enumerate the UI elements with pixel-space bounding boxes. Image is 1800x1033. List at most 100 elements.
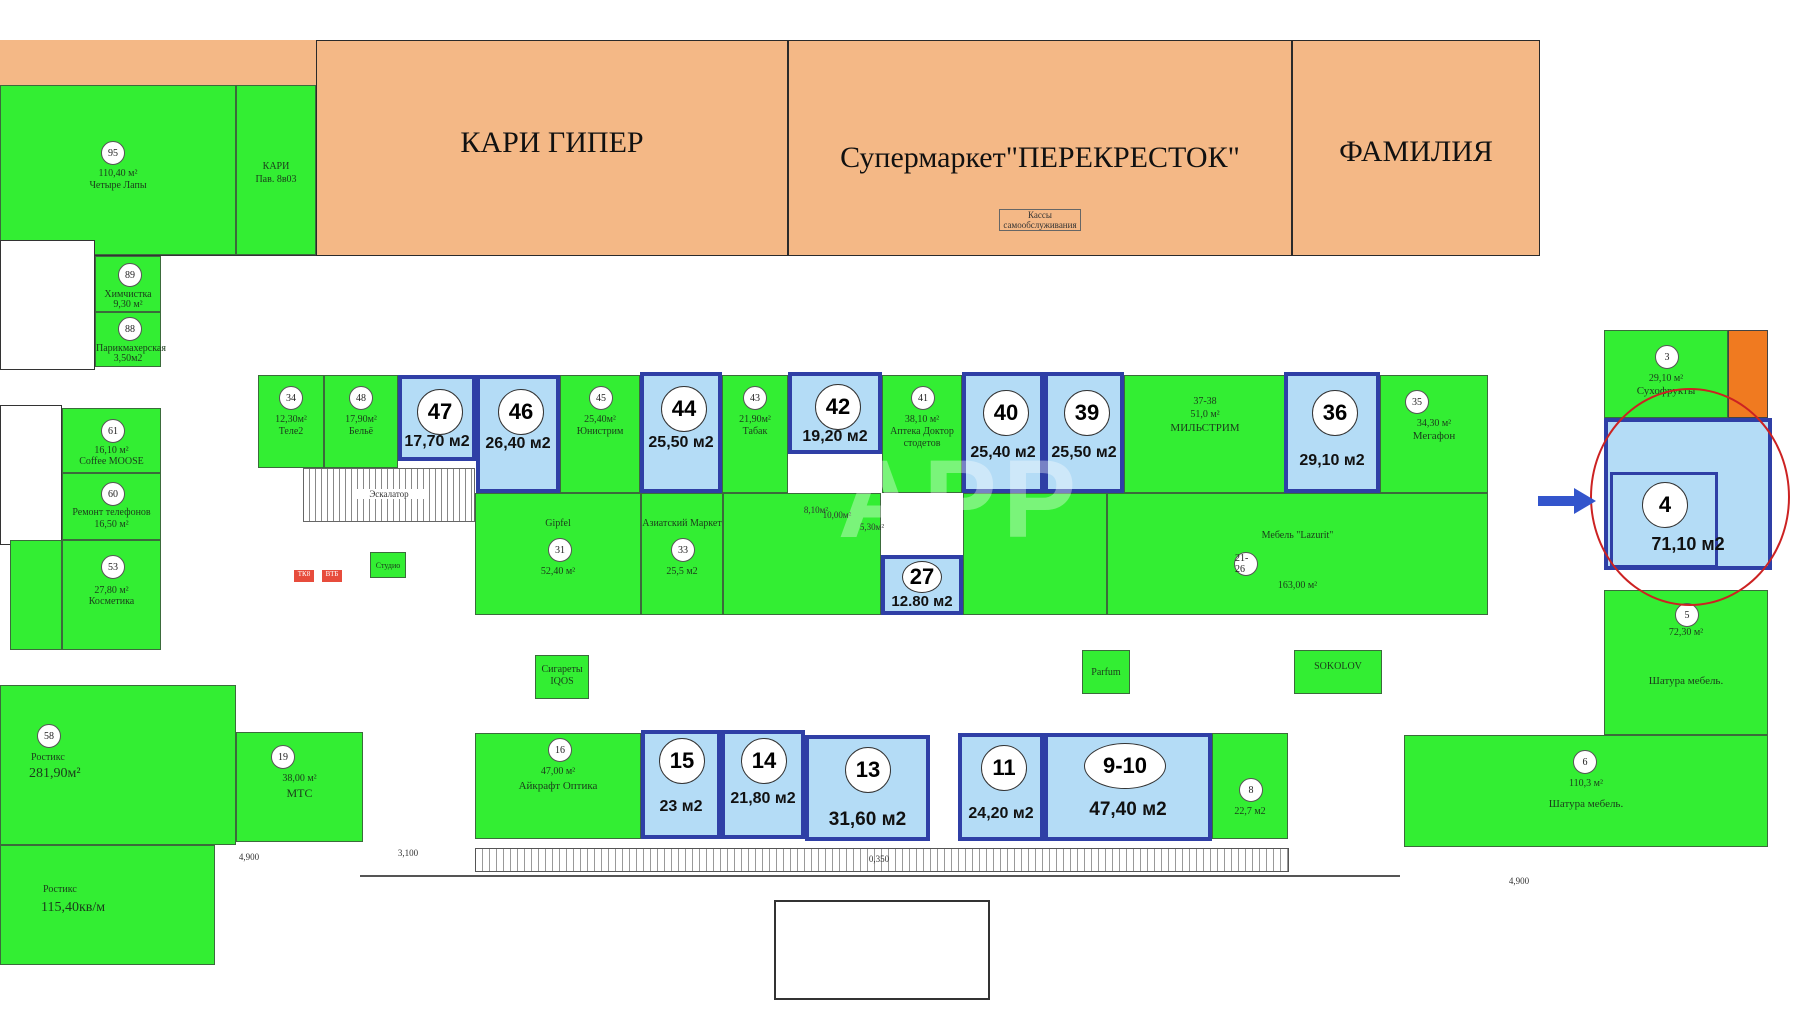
unit-number: 5 <box>1675 603 1699 627</box>
available-47[interactable]: 47 17,70 м2 <box>398 375 476 461</box>
unit-16[interactable]: 16 47,00 м² Айкрафт Оптика <box>475 733 641 839</box>
unit-area: 115,40кв/м <box>41 900 106 915</box>
unit-area: 24,20 м2 <box>968 805 1034 822</box>
unit-area: 16,10 м² <box>94 445 129 456</box>
kiosk-studio[interactable]: Студио <box>370 552 406 578</box>
available-14[interactable]: 14 21,80 м2 <box>721 730 805 839</box>
available-11[interactable]: 11 24,20 м2 <box>958 733 1044 841</box>
available-44[interactable]: 44 25,50 м2 <box>640 372 722 493</box>
unit-number: 14 <box>741 738 787 784</box>
unit-60[interactable]: 60 Ремонт телефонов 16,50 м² <box>62 473 161 540</box>
unit-number: 42 <box>815 384 861 430</box>
unit-area: 25,5 м2 <box>666 566 698 577</box>
unit-name: Шатура мебель. <box>1648 675 1724 687</box>
unit-31[interactable]: Gipfel 31 52,40 м² <box>475 493 641 615</box>
unit-lower-filler <box>723 493 881 615</box>
atm-tk8[interactable]: ТК8 <box>294 570 314 582</box>
unit-name: Бельё <box>348 426 374 437</box>
available-9-10[interactable]: 9-10 47,40 м2 <box>1044 733 1212 841</box>
atm-label: ВТБ <box>325 570 339 578</box>
unit-number: 8 <box>1239 778 1263 802</box>
unit-area: 16,50 м² <box>94 519 129 530</box>
available-36[interactable]: 36 29,10 м2 <box>1284 372 1380 493</box>
unit-number: 39 <box>1064 390 1110 436</box>
unit-37-38[interactable]: 37-38 51,0 м² МИЛЬСТРИМ <box>1124 375 1286 493</box>
unit-name: Теле2 <box>278 426 304 437</box>
available-39[interactable]: 39 25,50 м2 <box>1044 372 1124 493</box>
unit-6[interactable]: 6 110,3 м² Шатура мебель. <box>1404 735 1768 847</box>
highlight-ring <box>1590 388 1790 606</box>
unit-name: Юнистрим <box>576 426 624 437</box>
unit-8[interactable]: 8 22,7 м2 <box>1212 733 1288 839</box>
unit-name: Ростикс <box>43 884 77 895</box>
unit-43[interactable]: 43 21,90м² Табак <box>722 375 788 493</box>
available-15[interactable]: 15 23 м2 <box>641 730 721 839</box>
unit-41[interactable]: 41 38,10 м² Аптека Доктор стодетов <box>882 375 962 493</box>
unit-number: 21-26 <box>1234 552 1258 576</box>
unit-19[interactable]: 19 38,00 м² МТС <box>236 732 363 842</box>
unit-number: 34 <box>279 386 303 410</box>
unit-area: 27,80 м² <box>94 585 129 596</box>
unit-58[interactable]: 58 Ростикс 281,90м² <box>0 685 236 845</box>
unit-45[interactable]: 45 25,40м² Юнистрим <box>560 375 640 493</box>
kiosk-sokolov[interactable]: SOKOLOV <box>1294 650 1382 694</box>
unit-area: 38,00 м² <box>282 773 317 784</box>
unit-area: 281,90м² <box>29 766 81 781</box>
unit-number: 3 <box>1655 345 1679 369</box>
unit-number: 9-10 <box>1084 743 1166 789</box>
unit-21-26[interactable]: Мебель "Lazurit" 21-26 163,00 м² <box>1107 493 1488 615</box>
unit-area: 34,30 м² <box>1416 418 1452 429</box>
unit-name: МИЛЬСТРИМ <box>1170 422 1240 434</box>
unit-34[interactable]: 34 12,30м² Теле2 <box>258 375 324 468</box>
anchor-familia[interactable]: ФАМИЛИЯ <box>1292 40 1540 256</box>
unit-35[interactable]: 35 34,30 м² Мегафон <box>1380 375 1488 493</box>
unit-rostiks-2[interactable]: Ростикс 115,40кв/м <box>0 845 215 965</box>
anchor-kari-giper[interactable]: КАРИ ГИПЕР <box>316 40 788 256</box>
unit-area: 26,40 м2 <box>485 435 551 452</box>
unit-area: 38,10 м² <box>904 414 940 425</box>
unit-number: 88 <box>118 317 142 341</box>
unit-number: 11 <box>981 745 1027 791</box>
unit-number: 43 <box>743 386 767 410</box>
unit-area: 51,0 м² <box>1190 409 1220 420</box>
available-27[interactable]: 27 12.80 м2 <box>881 555 963 615</box>
unit-kari-pav[interactable]: КАРИ Пав. 8в03 <box>236 85 316 255</box>
unit-name: Четыре Лапы <box>89 180 147 191</box>
unit-95[interactable]: 95 110,40 м² Четыре Лапы <box>0 85 236 255</box>
unit-number: 36 <box>1312 390 1358 436</box>
dim-4900-left: 4,900 <box>238 852 260 862</box>
kiosk-label: Студио <box>375 561 401 570</box>
unit-number: 53 <box>101 555 125 579</box>
unit-88[interactable]: 88 Парикмахерская 3,50м2 <box>95 312 166 367</box>
unit-number: 89 <box>118 263 142 287</box>
available-46[interactable]: 46 26,40 м2 <box>476 375 560 493</box>
unit-name: МТС <box>286 786 313 800</box>
unit-53[interactable]: 53 27,80 м² Косметика <box>62 540 161 650</box>
unit-area: 9,30 м² <box>113 299 143 310</box>
unit-89[interactable]: 89 Химчистка 9,30 м² <box>95 256 161 312</box>
unit-number: 16 <box>548 738 572 762</box>
kiosk-parfum[interactable]: Parfum <box>1082 650 1130 694</box>
available-40[interactable]: 40 25,40 м2 <box>962 372 1044 493</box>
unit-area: 3,50м2 <box>113 353 143 364</box>
unit-name: Gipfel <box>545 518 571 529</box>
atm-vtb[interactable]: ВТБ <box>322 570 342 582</box>
dim-3100: 3,100 <box>397 848 419 858</box>
available-42[interactable]: 42 19,20 м2 <box>788 372 882 454</box>
unit-number: 44 <box>661 386 707 432</box>
anchor-perekrestok[interactable]: Супермаркет"ПЕРЕКРЕСТОК" Кассы самообслу… <box>788 40 1292 256</box>
unit-48[interactable]: 48 17,90м² Бельё <box>324 375 398 468</box>
unit-number: 6 <box>1573 750 1597 774</box>
unit-number: 47 <box>417 389 463 435</box>
unit-name: Coffee MOOSE <box>79 456 144 467</box>
unit-61[interactable]: 61 16,10 м² Coffee MOOSE <box>62 408 161 473</box>
unit-area: 12,30м² <box>275 414 307 425</box>
kiosk-iqos[interactable]: Сигареты IQOS <box>535 655 589 699</box>
unit-name: Ростикс <box>31 752 65 763</box>
unit-number: 33 <box>671 538 695 562</box>
unit-33[interactable]: Азиатский Маркет 33 25,5 м2 <box>641 493 723 615</box>
available-13[interactable]: 13 31,60 м2 <box>805 735 930 841</box>
unit-5[interactable]: 5 72,30 м² Шатура мебель. <box>1604 590 1768 735</box>
escalator-upper: Эскалатор <box>303 468 475 522</box>
unit-area: 31,60 м2 <box>828 809 907 830</box>
